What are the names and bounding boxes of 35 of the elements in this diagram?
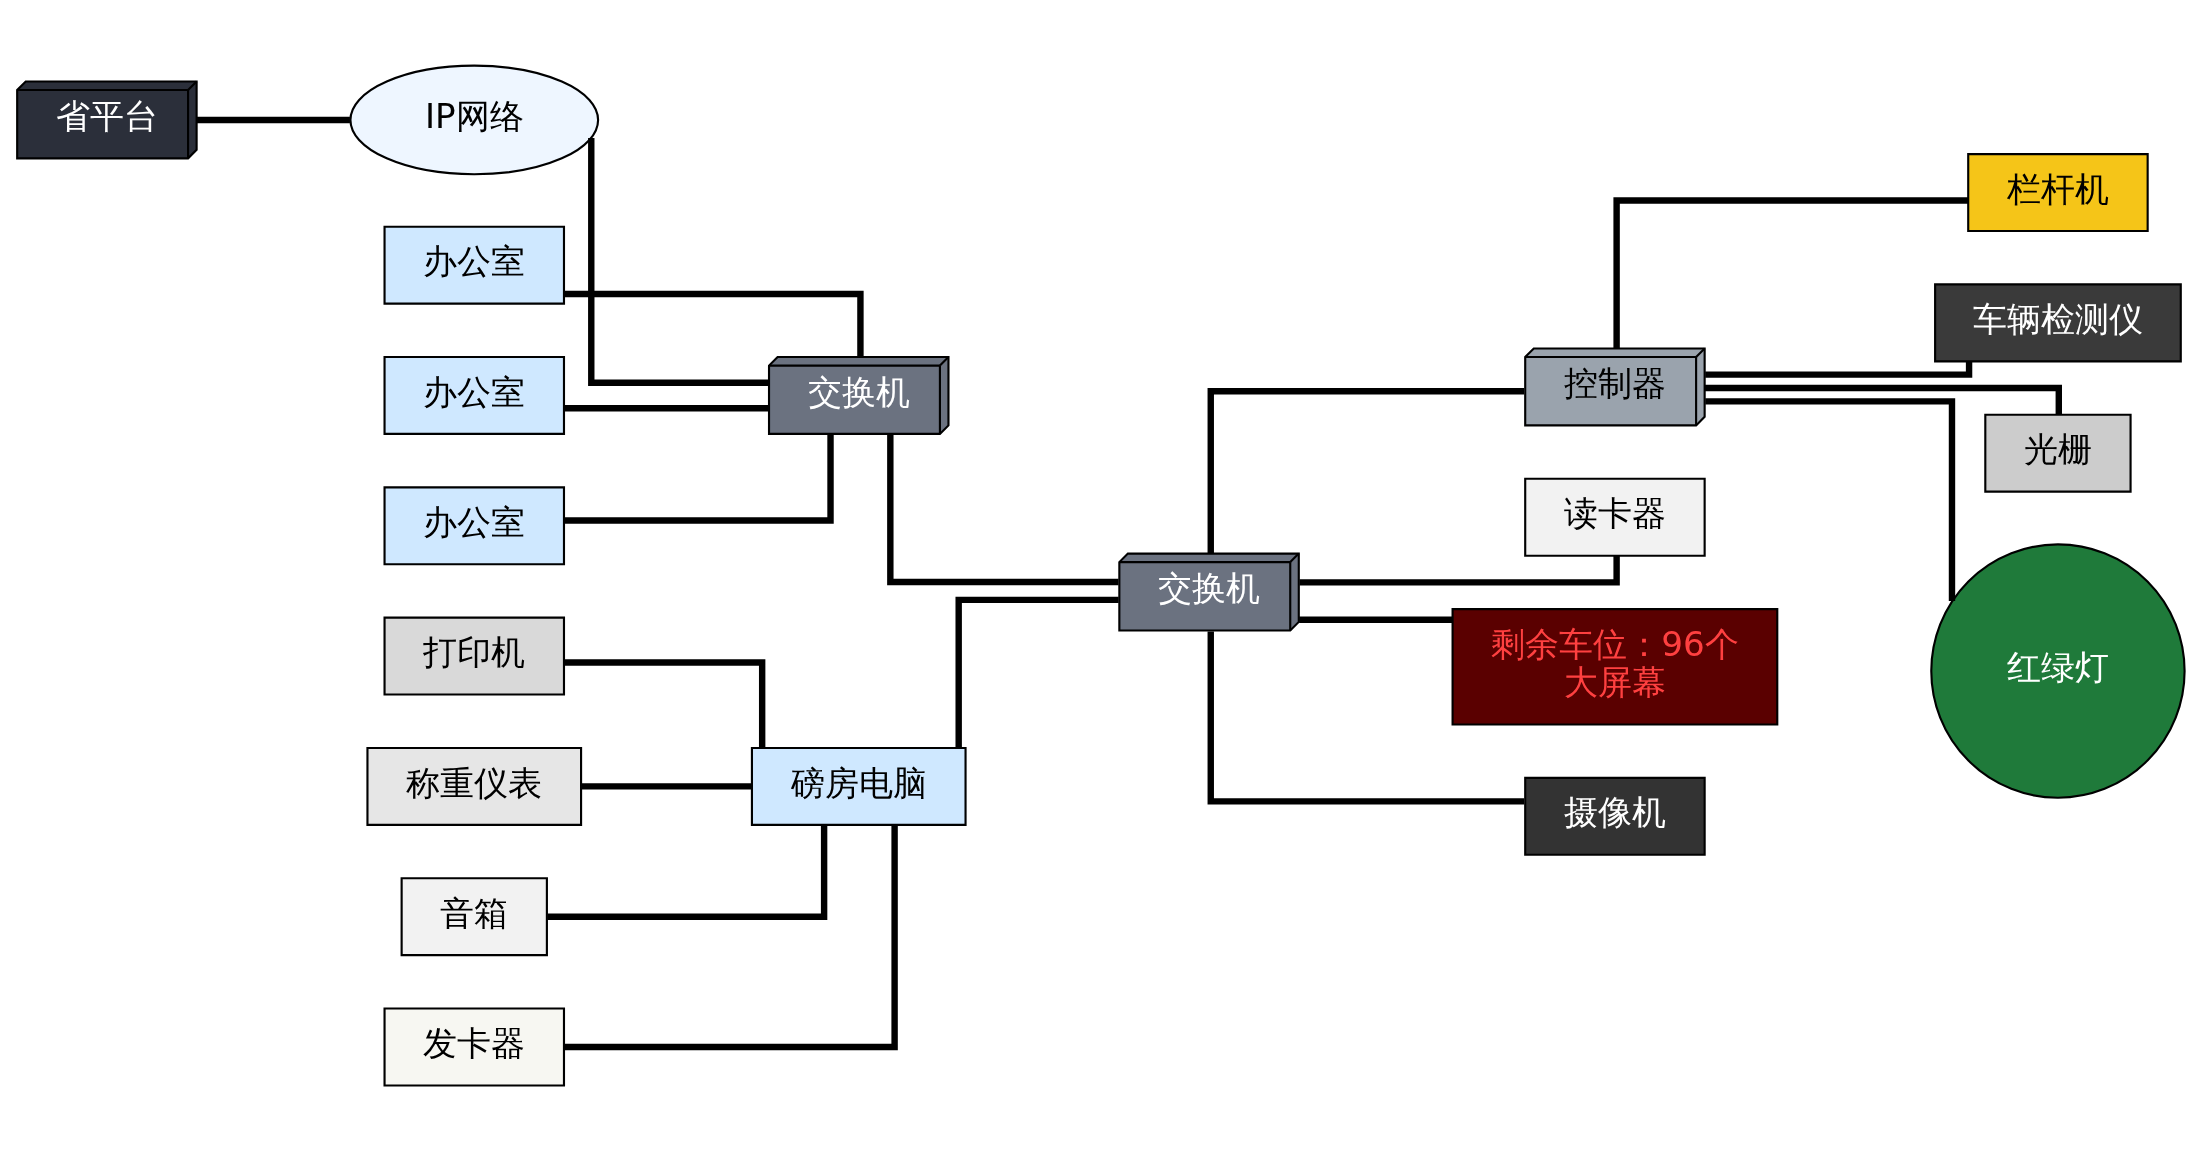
connector (564, 658, 766, 748)
node-box: 打印机 (383, 616, 566, 696)
connector (581, 782, 752, 790)
connector (1207, 630, 1525, 805)
connector (1705, 397, 1956, 601)
connector (1299, 616, 1453, 623)
node-box: 剩余车位：96个 大屏幕 (1451, 607, 1779, 726)
node-box: 办公室 (383, 485, 566, 565)
connector (588, 137, 769, 386)
connector (887, 433, 1119, 585)
connector (564, 824, 898, 1050)
node-box: 摄像机 (1524, 776, 1706, 856)
connector (564, 404, 769, 411)
node-circle: 红绿灯 (1930, 542, 2186, 799)
node-box: 车辆检测仪 (1934, 282, 2182, 362)
connector (955, 596, 1119, 748)
connector (1299, 555, 1620, 586)
connector (1705, 361, 1973, 378)
connector (1704, 384, 2062, 414)
connector (1613, 196, 1969, 348)
node-ellipse: IP网络 (349, 64, 600, 175)
connector (547, 825, 828, 920)
node-box: 栏杆机 (1967, 152, 2149, 232)
connector (1207, 387, 1525, 553)
node-box: 办公室 (383, 225, 566, 305)
connector (564, 290, 864, 357)
node-box: 办公室 (383, 355, 566, 435)
node-box: 光栅 (1984, 413, 2132, 493)
node-box: 音箱 (400, 876, 548, 956)
node-box: 称重仪表 (366, 746, 583, 826)
connector (196, 116, 350, 123)
node-box: 读卡器 (1524, 477, 1706, 557)
node-box: 发卡器 (383, 1007, 566, 1087)
node-box: 磅房电脑 (750, 746, 967, 826)
connector (564, 433, 834, 524)
